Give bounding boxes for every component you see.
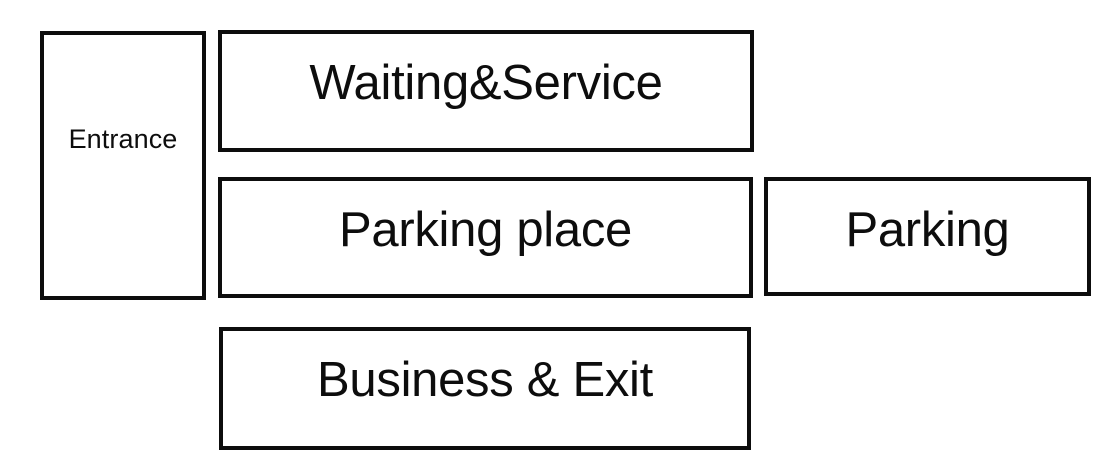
zone-entrance-label: Entrance xyxy=(68,124,178,154)
zone-parking-place[interactable]: Parking place xyxy=(218,177,753,298)
zone-business-exit-label: Business & Exit xyxy=(317,353,653,407)
zone-entrance[interactable]: Entrance xyxy=(40,31,206,300)
zone-business-exit[interactable]: Business & Exit xyxy=(219,327,751,450)
zone-parking[interactable]: Parking xyxy=(764,177,1091,296)
zone-waiting-service[interactable]: Waiting&Service xyxy=(218,30,754,152)
zone-waiting-service-label: Waiting&Service xyxy=(309,56,663,110)
zone-parking-place-label: Parking place xyxy=(339,203,632,257)
zone-parking-label: Parking xyxy=(845,203,1010,257)
